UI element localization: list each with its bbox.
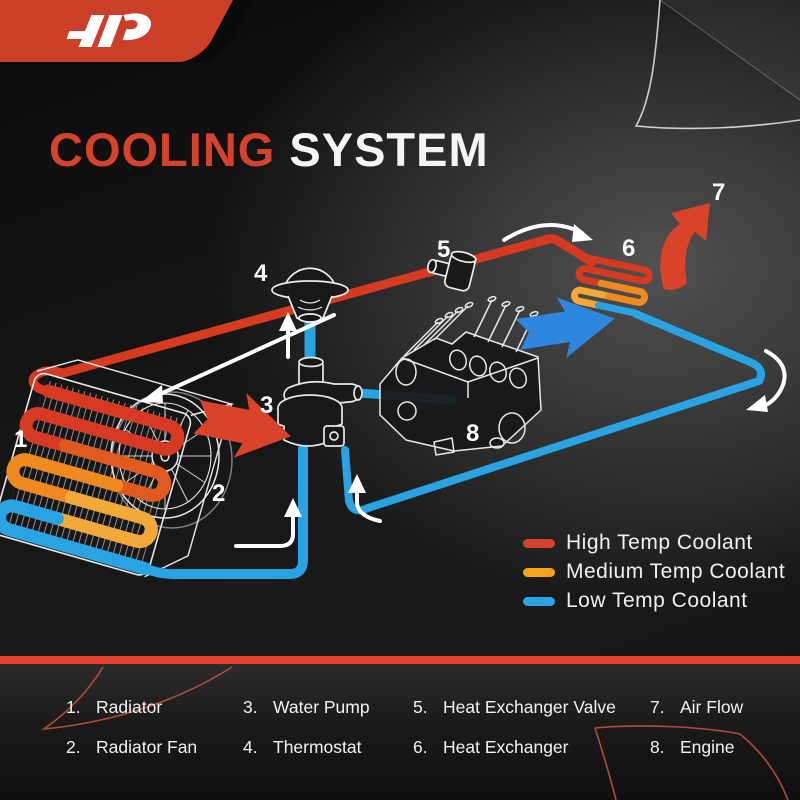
low-temp-swatch-icon (523, 596, 555, 606)
cool-air-arrow (515, 297, 615, 358)
pipe-low-temp-return (341, 310, 766, 515)
legend-item-medium-temp: Medium Temp Coolant (523, 560, 786, 583)
parts-column-1: 1. Radiator 2. Radiator Fan (66, 697, 197, 758)
heat-exchanger-illustration (571, 254, 653, 317)
marker-6: 6 (622, 235, 635, 262)
part-number: 2. (66, 737, 81, 757)
marker-8: 8 (466, 420, 479, 447)
part-name: Radiator (96, 697, 163, 717)
radiator-illustration (0, 359, 235, 578)
marker-4: 4 (254, 260, 268, 287)
list-item: 7. Air Flow (650, 697, 743, 718)
ap-monogram-icon (66, 13, 151, 47)
part-name: Thermostat (273, 737, 362, 757)
legend-label: High Temp Coolant (566, 531, 753, 554)
parts-column-2: 3. Water Pump 4. Thermostat (243, 697, 370, 758)
legend: High Temp Coolant Medium Temp Coolant Lo… (523, 531, 786, 612)
legend-label: Medium Temp Coolant (566, 560, 786, 583)
list-item: 3. Water Pump (243, 697, 370, 718)
part-markers: 1 2 3 4 5 6 7 8 (14, 179, 725, 507)
parts-column-3: 5. Heat Exchanger Valve 6. Heat Exchanger (413, 697, 616, 758)
marker-2: 2 (212, 480, 225, 507)
brand-logo (64, 11, 164, 56)
list-item: 8. Engine (650, 737, 743, 758)
list-item: 4. Thermostat (243, 737, 370, 758)
flow-direction-arrows (140, 223, 787, 548)
part-number: 6. (413, 737, 428, 757)
part-number: 3. (243, 697, 258, 717)
part-number: 8. (650, 737, 665, 757)
list-item: 5. Heat Exchanger Valve (413, 697, 616, 718)
part-number: 4. (243, 737, 258, 757)
radiator-coil-cool (0, 499, 152, 576)
part-name: Heat Exchanger (443, 737, 569, 757)
marker-5: 5 (437, 236, 450, 263)
radiator-coil-warm2 (6, 453, 124, 505)
radiator-coil-hot (19, 384, 185, 456)
marker-1: 1 (14, 426, 27, 453)
part-number: 5. (413, 697, 428, 717)
part-name: Air Flow (680, 697, 744, 717)
parts-column-4: 7. Air Flow 8. Engine (650, 697, 743, 758)
page-title: COOLING SYSTEM (49, 122, 489, 177)
red-divider (0, 656, 800, 664)
part-name: Water Pump (273, 697, 370, 717)
parts-list: 1. Radiator 2. Radiator Fan 3. Water Pump 4… (0, 697, 800, 797)
legend-item-low-temp: Low Temp Coolant (523, 589, 785, 612)
hot-air-arrow (193, 392, 291, 458)
part-name: Radiator Fan (96, 737, 198, 757)
radiator-coil-medium (50, 491, 158, 548)
legend-item-high-temp: High Temp Coolant (523, 531, 785, 554)
water-pump-illustration (277, 356, 363, 447)
engine-illustration (379, 295, 542, 456)
high-temp-swatch-icon (523, 538, 555, 548)
pipe-radiator-to-pump (140, 443, 308, 580)
title-word-system: SYSTEM (275, 123, 489, 176)
part-number: 1. (66, 697, 81, 717)
list-item: 2. Radiator Fan (66, 737, 197, 758)
title-word-cooling: COOLING (49, 123, 276, 176)
air-flow-arrow (660, 203, 710, 290)
corner-deco-top-right (634, 0, 800, 130)
marker-3: 3 (260, 392, 273, 419)
part-name: Heat Exchanger Valve (443, 697, 616, 717)
medium-temp-swatch-icon (523, 567, 555, 577)
legend-label: Low Temp Coolant (566, 589, 748, 612)
part-name: Engine (680, 737, 735, 757)
list-item: 6. Heat Exchanger (413, 737, 616, 758)
part-number: 7. (650, 697, 665, 717)
heat-exchanger-valve-illustration (426, 250, 477, 292)
list-item: 1. Radiator (66, 697, 197, 718)
marker-7: 7 (712, 179, 725, 206)
radiator-coil-warm1 (59, 439, 172, 502)
